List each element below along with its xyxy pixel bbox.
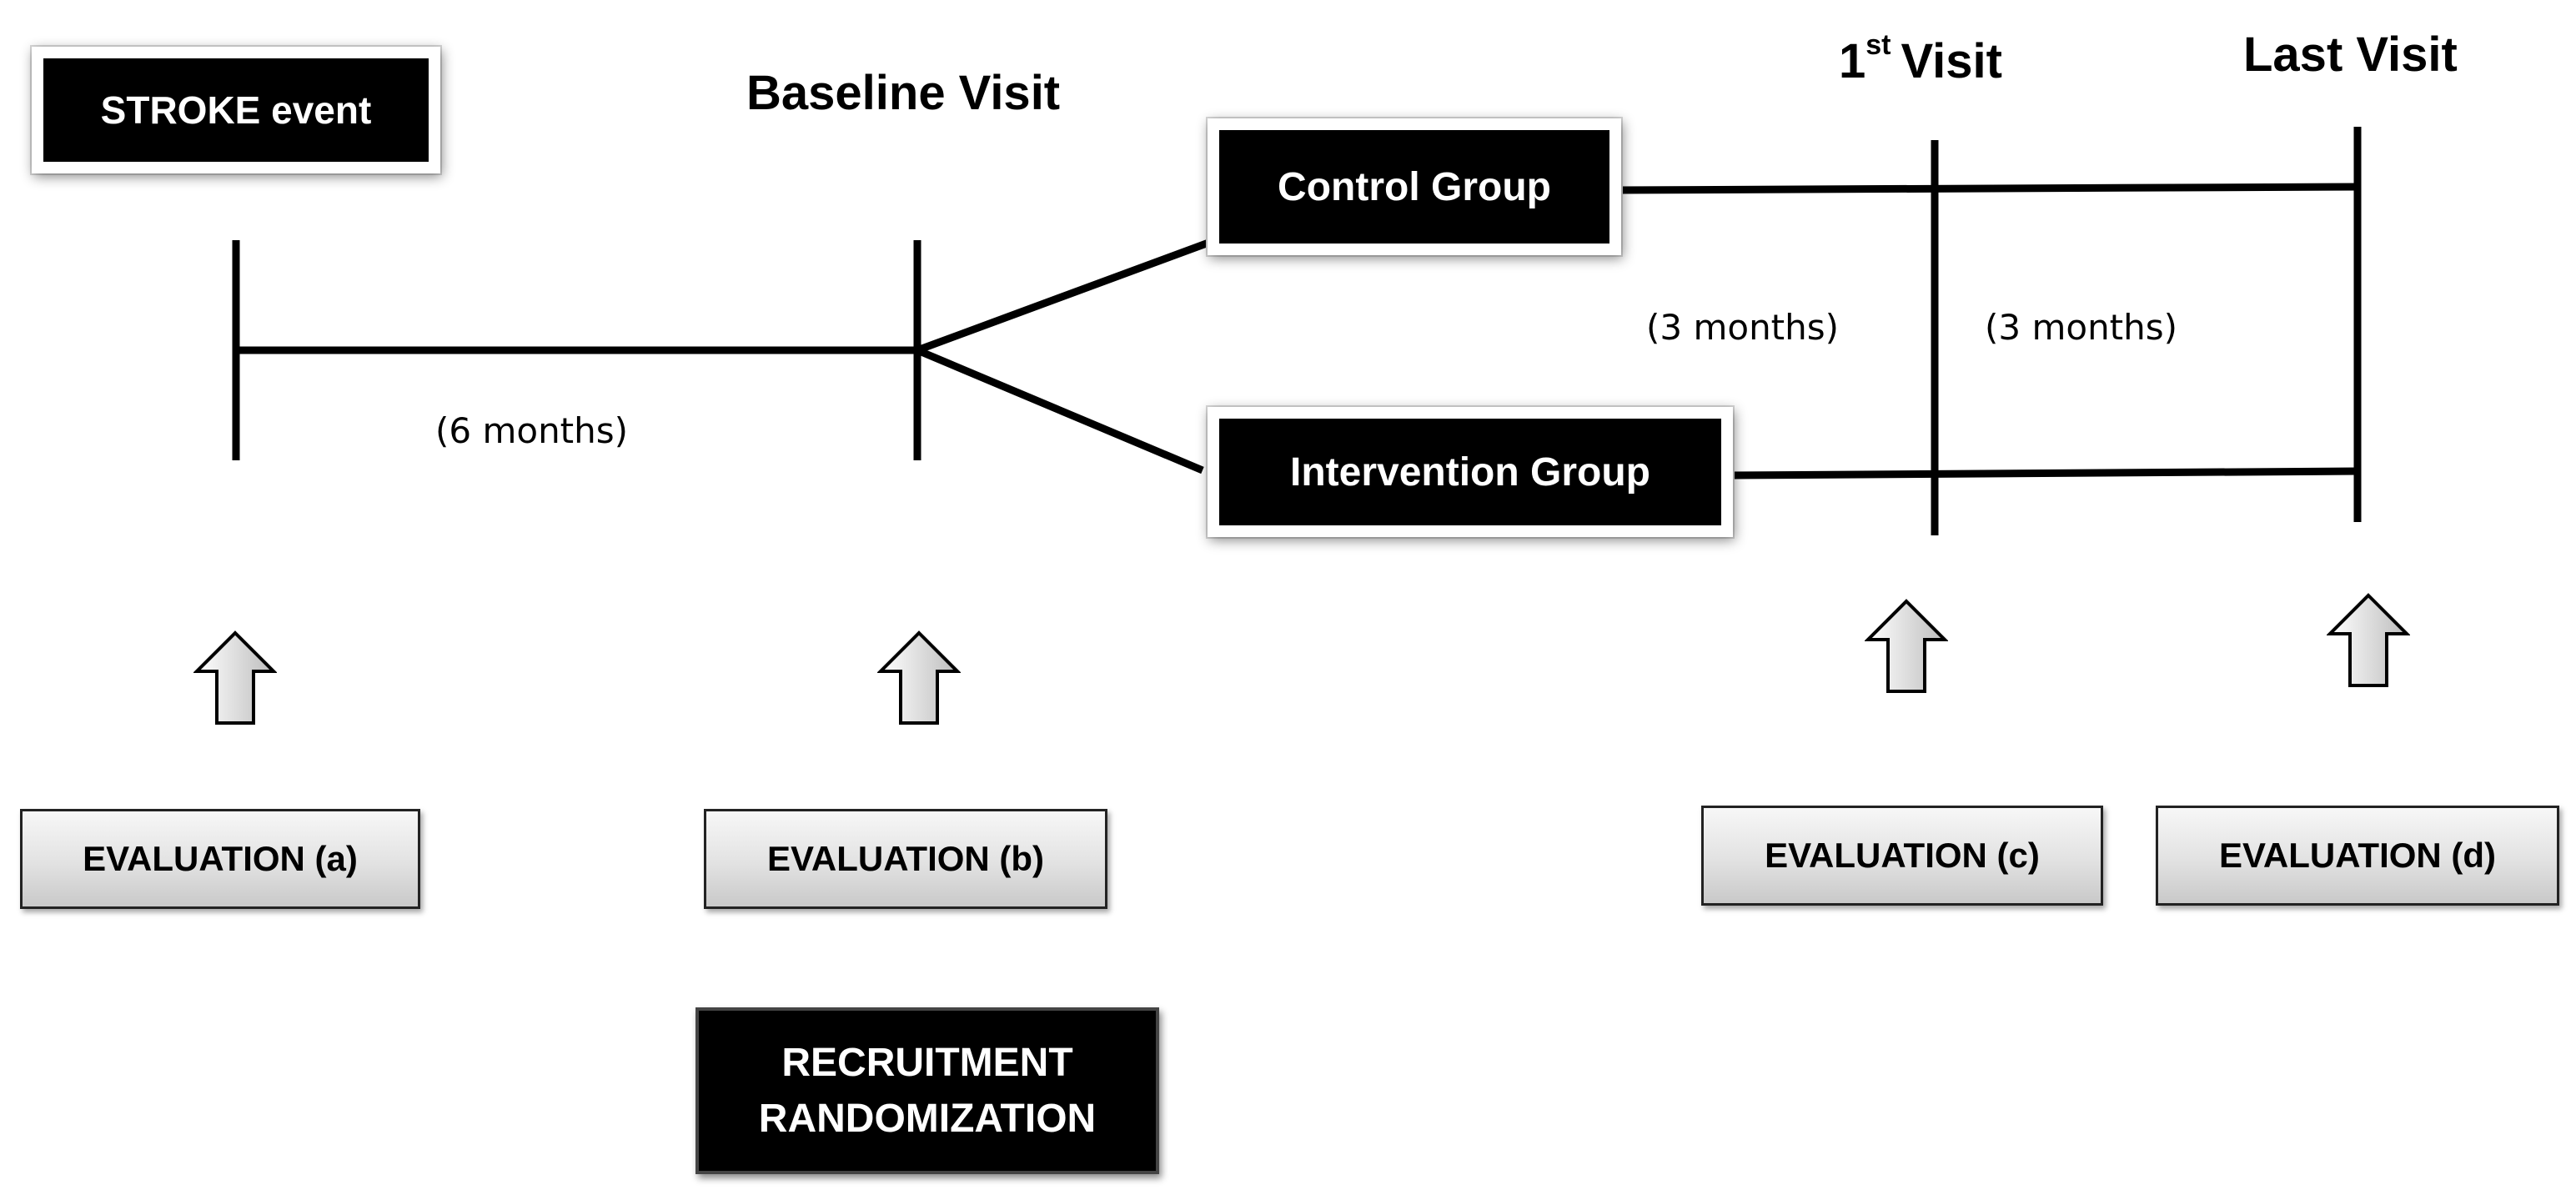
up-arrow-icon — [2327, 593, 2410, 687]
interval-3-months-a: (3 months) — [1646, 307, 1840, 348]
first-visit-label: 1st Visit — [1839, 29, 2002, 89]
stroke-event-box: STROKE event — [32, 47, 440, 173]
control-group-label: Control Group — [1278, 164, 1551, 209]
intervention-timeline — [1730, 467, 2358, 480]
interval-6-months: (6 months) — [435, 410, 629, 451]
evaluation-d-label: EVALUATION (d) — [2218, 836, 2497, 875]
up-arrow-icon — [877, 630, 961, 725]
evaluation-a-label: EVALUATION (a) — [83, 839, 358, 878]
intervention-group-label: Intervention Group — [1290, 449, 1650, 495]
up-arrow-icon — [1865, 599, 1948, 693]
evaluation-c-label: EVALUATION (c) — [1765, 836, 2040, 875]
first-visit-suffix: st — [1865, 28, 1891, 61]
branch-to-intervention — [916, 346, 1204, 474]
evaluation-d-box: EVALUATION (d) — [2156, 806, 2559, 906]
up-arrow-icon — [193, 630, 277, 725]
baseline-visit-label: Baseline Visit — [746, 66, 1061, 120]
branch-to-control — [916, 238, 1213, 354]
evaluation-b-label: EVALUATION (b) — [766, 839, 1045, 878]
stroke-event-label: STROKE event — [100, 88, 372, 132]
intervention-group-box: Intervention Group — [1208, 407, 1733, 537]
interval-3-months-b: (3 months) — [1985, 307, 2178, 348]
control-timeline — [1617, 183, 2358, 194]
evaluation-c-box: EVALUATION (c) — [1701, 806, 2103, 906]
randomization-label: RANDOMIZATION — [758, 1097, 1097, 1141]
recruitment-randomization-box: RECRUITMENT RANDOMIZATION — [695, 1007, 1159, 1174]
first-visit-text: Visit — [1901, 34, 2002, 88]
first-visit-number: 1 — [1839, 34, 1866, 88]
last-visit-label: Last Visit — [2243, 28, 2458, 82]
evaluation-a-box: EVALUATION (a) — [20, 809, 420, 909]
control-group-box: Control Group — [1208, 118, 1621, 255]
evaluation-b-box: EVALUATION (b) — [704, 809, 1107, 909]
recruitment-label: RECRUITMENT — [781, 1040, 1073, 1085]
